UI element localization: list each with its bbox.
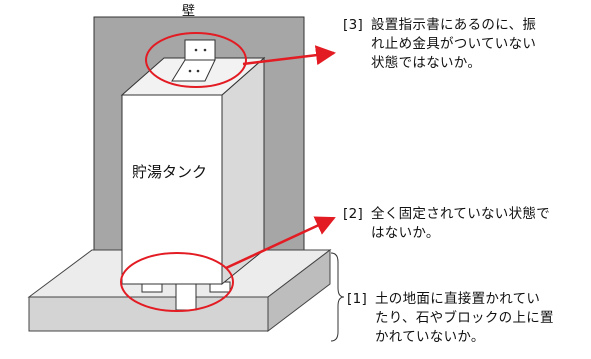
bracket-upper <box>184 39 216 61</box>
note-1-number: [1] <box>347 291 368 307</box>
wall-label: 壁 <box>182 4 196 19</box>
highlight-ellipse-base <box>120 252 234 312</box>
tank-label: 貯湯タンク <box>132 163 208 181</box>
brace-note-1 <box>330 252 345 342</box>
note-1: [1] 土の地面に直接置かれてい たり、石やブロックの上に置 かれていないか。 <box>347 290 587 350</box>
tank-front <box>121 94 223 285</box>
note-2: [2] 全く固定されていない状態で はないか。 <box>343 205 588 245</box>
note-3-number: [3] <box>343 17 364 33</box>
tank-side <box>221 56 265 286</box>
base-front <box>28 296 269 332</box>
note-3-text: 設置指示書にあるのに、振 れ止め金具がついていない 状態ではないか。 <box>371 17 537 71</box>
note-1-text: 土の地面に直接置かれてい たり、石やブロックの上に置 かれていないか。 <box>375 291 554 345</box>
note-2-number: [2] <box>343 206 364 222</box>
base-side <box>267 248 331 333</box>
arrow-to-note-3 <box>242 45 336 66</box>
arrow-to-note-2 <box>225 216 336 270</box>
highlight-ellipse-bracket <box>145 32 247 88</box>
tank-foot <box>175 281 197 311</box>
note-2-text: 全く固定されていない状態で はないか。 <box>371 206 550 241</box>
bracket-lower <box>171 59 216 82</box>
note-3: [3] 設置指示書にあるのに、振 れ止め金具がついていない 状態ではないか。 <box>343 16 588 76</box>
